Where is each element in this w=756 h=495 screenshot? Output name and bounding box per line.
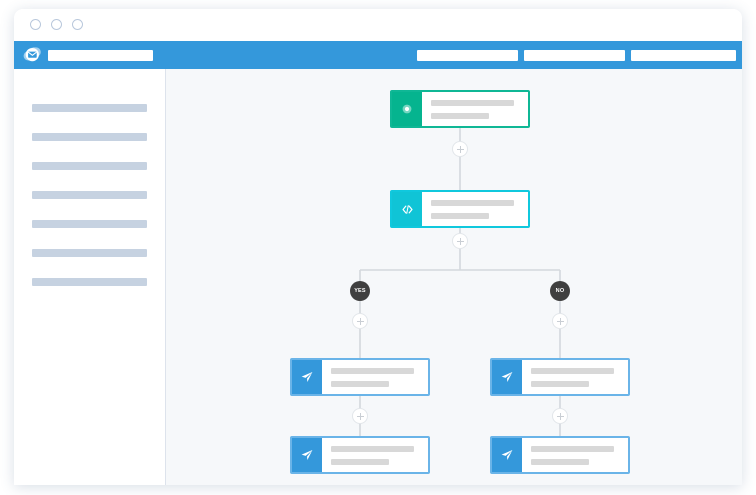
sidebar — [14, 69, 166, 485]
window-controls — [30, 19, 83, 30]
header-action-3[interactable] — [631, 50, 736, 61]
maximize-icon[interactable] — [72, 19, 83, 30]
flow-node-yes-action-2-title — [331, 446, 414, 452]
add-step-button-after-trigger[interactable] — [452, 141, 468, 157]
flow-node-no-action-2-title — [531, 446, 614, 452]
flow-node-trigger-body — [422, 92, 528, 126]
flow-node-condition[interactable] — [390, 190, 530, 228]
envelope-shield-logo-icon[interactable] — [22, 45, 42, 65]
flow-node-condition-subtitle — [431, 213, 490, 219]
flow-node-condition-title — [431, 200, 514, 206]
app-body: YES NO — [14, 69, 742, 485]
branch-badge-no[interactable]: NO — [550, 281, 570, 301]
plus-icon — [459, 237, 461, 245]
send-paper-plane-icon — [492, 360, 522, 394]
plus-icon — [459, 145, 461, 153]
workflow-canvas[interactable]: YES NO — [166, 69, 742, 485]
flow-node-yes-action-2-body — [322, 438, 428, 472]
send-paper-plane-icon — [292, 360, 322, 394]
flow-node-no-action-1[interactable] — [490, 358, 630, 396]
add-step-button-after-yes-branch[interactable] — [352, 313, 368, 329]
flow-node-no-action-1-body — [522, 360, 628, 394]
app-title-placeholder — [48, 50, 153, 61]
flow-node-no-action-2[interactable] — [490, 436, 630, 474]
sidebar-item-2[interactable] — [32, 133, 147, 141]
connector-lines — [359, 128, 561, 436]
sidebar-item-6[interactable] — [32, 249, 147, 257]
add-step-button-after-no-action-1[interactable] — [552, 408, 568, 424]
flow-node-condition-body — [422, 192, 528, 226]
header-action-2[interactable] — [524, 50, 625, 61]
app-header — [14, 41, 742, 69]
add-step-button-after-condition[interactable] — [452, 233, 468, 249]
sidebar-item-5[interactable] — [32, 220, 147, 228]
flow-node-yes-action-1[interactable] — [290, 358, 430, 396]
flow-node-no-action-1-subtitle — [531, 381, 590, 387]
window-title-bar — [14, 9, 742, 41]
code-branch-icon — [392, 192, 422, 226]
flow-node-yes-action-1-title — [331, 368, 414, 374]
minimize-icon[interactable] — [51, 19, 62, 30]
plus-icon — [559, 317, 561, 325]
branch-badge-yes[interactable]: YES — [350, 281, 370, 301]
sidebar-item-1[interactable] — [32, 104, 147, 112]
flow-node-yes-action-2[interactable] — [290, 436, 430, 474]
flow-node-no-action-2-subtitle — [531, 459, 590, 465]
flow-node-no-action-2-body — [522, 438, 628, 472]
sidebar-item-3[interactable] — [32, 162, 147, 170]
plus-icon — [559, 412, 561, 420]
flow-node-trigger[interactable] — [390, 90, 530, 128]
sidebar-item-4[interactable] — [32, 191, 147, 199]
header-actions — [417, 50, 736, 61]
browser-window: YES NO — [14, 9, 742, 485]
header-action-1[interactable] — [417, 50, 518, 61]
send-paper-plane-icon — [492, 438, 522, 472]
close-icon[interactable] — [30, 19, 41, 30]
sidebar-item-7[interactable] — [32, 278, 147, 286]
add-step-button-after-no-branch[interactable] — [552, 313, 568, 329]
flow-node-yes-action-2-subtitle — [331, 459, 390, 465]
flow-node-trigger-title — [431, 100, 514, 106]
record-dot-icon — [392, 92, 422, 126]
add-step-button-after-yes-action-1[interactable] — [352, 408, 368, 424]
flow-node-yes-action-1-body — [322, 360, 428, 394]
plus-icon — [359, 317, 361, 325]
flow-node-no-action-1-title — [531, 368, 614, 374]
send-paper-plane-icon — [292, 438, 322, 472]
flow-node-trigger-subtitle — [431, 113, 490, 119]
flow-node-yes-action-1-subtitle — [331, 381, 390, 387]
plus-icon — [359, 412, 361, 420]
